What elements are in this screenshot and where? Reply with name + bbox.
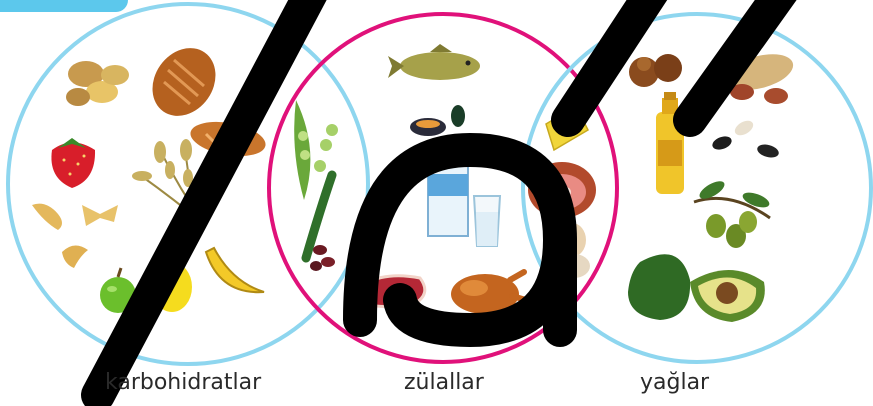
carbs-label: karbohidratlar [105, 370, 261, 395]
hazelnuts-icon [629, 54, 682, 87]
glass-of-milk-icon [474, 196, 500, 246]
potato-icon [66, 61, 129, 106]
strawberry-icon [51, 138, 95, 188]
kidney-beans-icon [310, 245, 335, 271]
avocado-icon [628, 254, 765, 322]
pasta-icon [32, 204, 118, 268]
protein-label: zülallar [404, 370, 484, 395]
mussels-icon [410, 105, 465, 136]
fish-icon [388, 44, 480, 80]
sunflower-seeds-icon [711, 118, 781, 160]
banana-icon [206, 248, 264, 292]
olives-icon [694, 178, 771, 248]
bread-loaf-icon [140, 36, 229, 128]
fats-label: yağlar [640, 370, 709, 395]
